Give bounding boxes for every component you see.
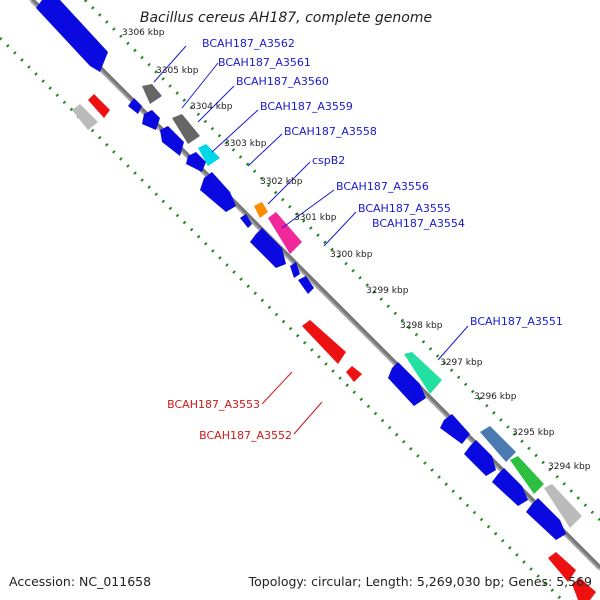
cds-feature[interactable] [440, 414, 470, 444]
gene-label[interactable]: BCAH187_A3552 [199, 429, 292, 442]
label-leaders [153, 45, 469, 435]
cds-feature[interactable] [290, 262, 300, 278]
gene-label[interactable]: BCAH187_A3560 [236, 75, 329, 88]
kbp-tick: 3302 kbp [260, 177, 303, 187]
cds-feature[interactable] [240, 214, 252, 228]
gene-label[interactable]: BCAH187_A3553 [167, 398, 260, 411]
cds-feature[interactable] [572, 578, 596, 600]
cds-feature[interactable] [544, 484, 582, 528]
cds-feature[interactable] [526, 498, 566, 540]
cds-feature[interactable] [88, 94, 110, 118]
kbp-tick: 3297 kbp [440, 358, 483, 368]
cds-feature[interactable] [142, 110, 160, 130]
cds-feature[interactable] [250, 228, 286, 268]
cds-feature[interactable] [128, 98, 142, 114]
gene-label[interactable]: BCAH187_A3558 [284, 125, 377, 138]
cds-feature[interactable] [200, 172, 236, 212]
cds-feature[interactable] [36, 0, 108, 72]
cds-feature[interactable] [346, 366, 362, 382]
cds-feature[interactable] [172, 114, 200, 144]
accession-label: Accession: NC_011658 [9, 574, 151, 589]
forward-ruler-line [83, 0, 600, 522]
cds-feature[interactable] [548, 552, 576, 582]
cds-feature[interactable] [160, 126, 184, 156]
forward-features [36, 0, 582, 540]
cds-feature[interactable] [464, 440, 496, 476]
gene-labels-reverse: BCAH187_A3553 BCAH187_A3552 [167, 398, 292, 442]
gene-label[interactable]: BCAH187_A3562 [202, 37, 295, 50]
reverse-features [72, 94, 596, 600]
gene-label[interactable]: BCAH187_A3556 [336, 180, 429, 193]
gene-label[interactable]: BCAH187_A3559 [260, 100, 353, 113]
cds-feature[interactable] [302, 320, 346, 364]
kbp-tick: 3305 kbp [156, 66, 199, 76]
cds-feature[interactable] [186, 152, 206, 172]
kbp-tick: 3301 kbp [294, 213, 337, 223]
kbp-tick: 3298 kbp [400, 321, 443, 331]
gene-label[interactable]: BCAH187_A3555 [358, 202, 451, 215]
kbp-tick: 3299 kbp [366, 286, 409, 296]
cds-feature[interactable] [492, 468, 528, 506]
cds-feature[interactable] [298, 276, 314, 294]
cds-feature[interactable] [198, 144, 220, 166]
gene-label[interactable]: BCAH187_A3554 [372, 217, 465, 230]
kbp-tick-labels: 3306 kbp 3305 kbp 3304 kbp 3303 kbp 3302… [122, 28, 591, 472]
genome-summary: Topology: circular; Length: 5,269,030 bp… [248, 574, 592, 589]
cds-feature[interactable] [72, 104, 98, 130]
kbp-tick: 3304 kbp [190, 102, 233, 112]
gene-label[interactable]: cspB2 [312, 154, 345, 167]
map-title: Bacillus cereus AH187, complete genome [140, 10, 432, 26]
gene-label[interactable]: BCAH187_A3561 [218, 56, 311, 69]
kbp-tick: 3296 kbp [474, 392, 517, 402]
kbp-tick: 3294 kbp [548, 462, 591, 472]
cds-feature[interactable] [268, 212, 302, 254]
cds-feature[interactable] [388, 362, 426, 406]
kbp-tick: 3300 kbp [330, 250, 373, 260]
cds-feature[interactable] [254, 202, 268, 218]
kbp-tick: 3306 kbp [122, 28, 165, 38]
gene-labels-forward: BCAH187_A3562 BCAH187_A3561 BCAH187_A356… [202, 37, 563, 328]
kbp-tick: 3303 kbp [224, 139, 267, 149]
cds-feature[interactable] [510, 456, 544, 494]
kbp-tick: 3295 kbp [512, 428, 555, 438]
cds-feature[interactable] [142, 84, 162, 104]
gene-label[interactable]: BCAH187_A3551 [470, 315, 563, 328]
cds-feature[interactable] [404, 352, 442, 394]
cds-feature[interactable] [480, 426, 516, 462]
